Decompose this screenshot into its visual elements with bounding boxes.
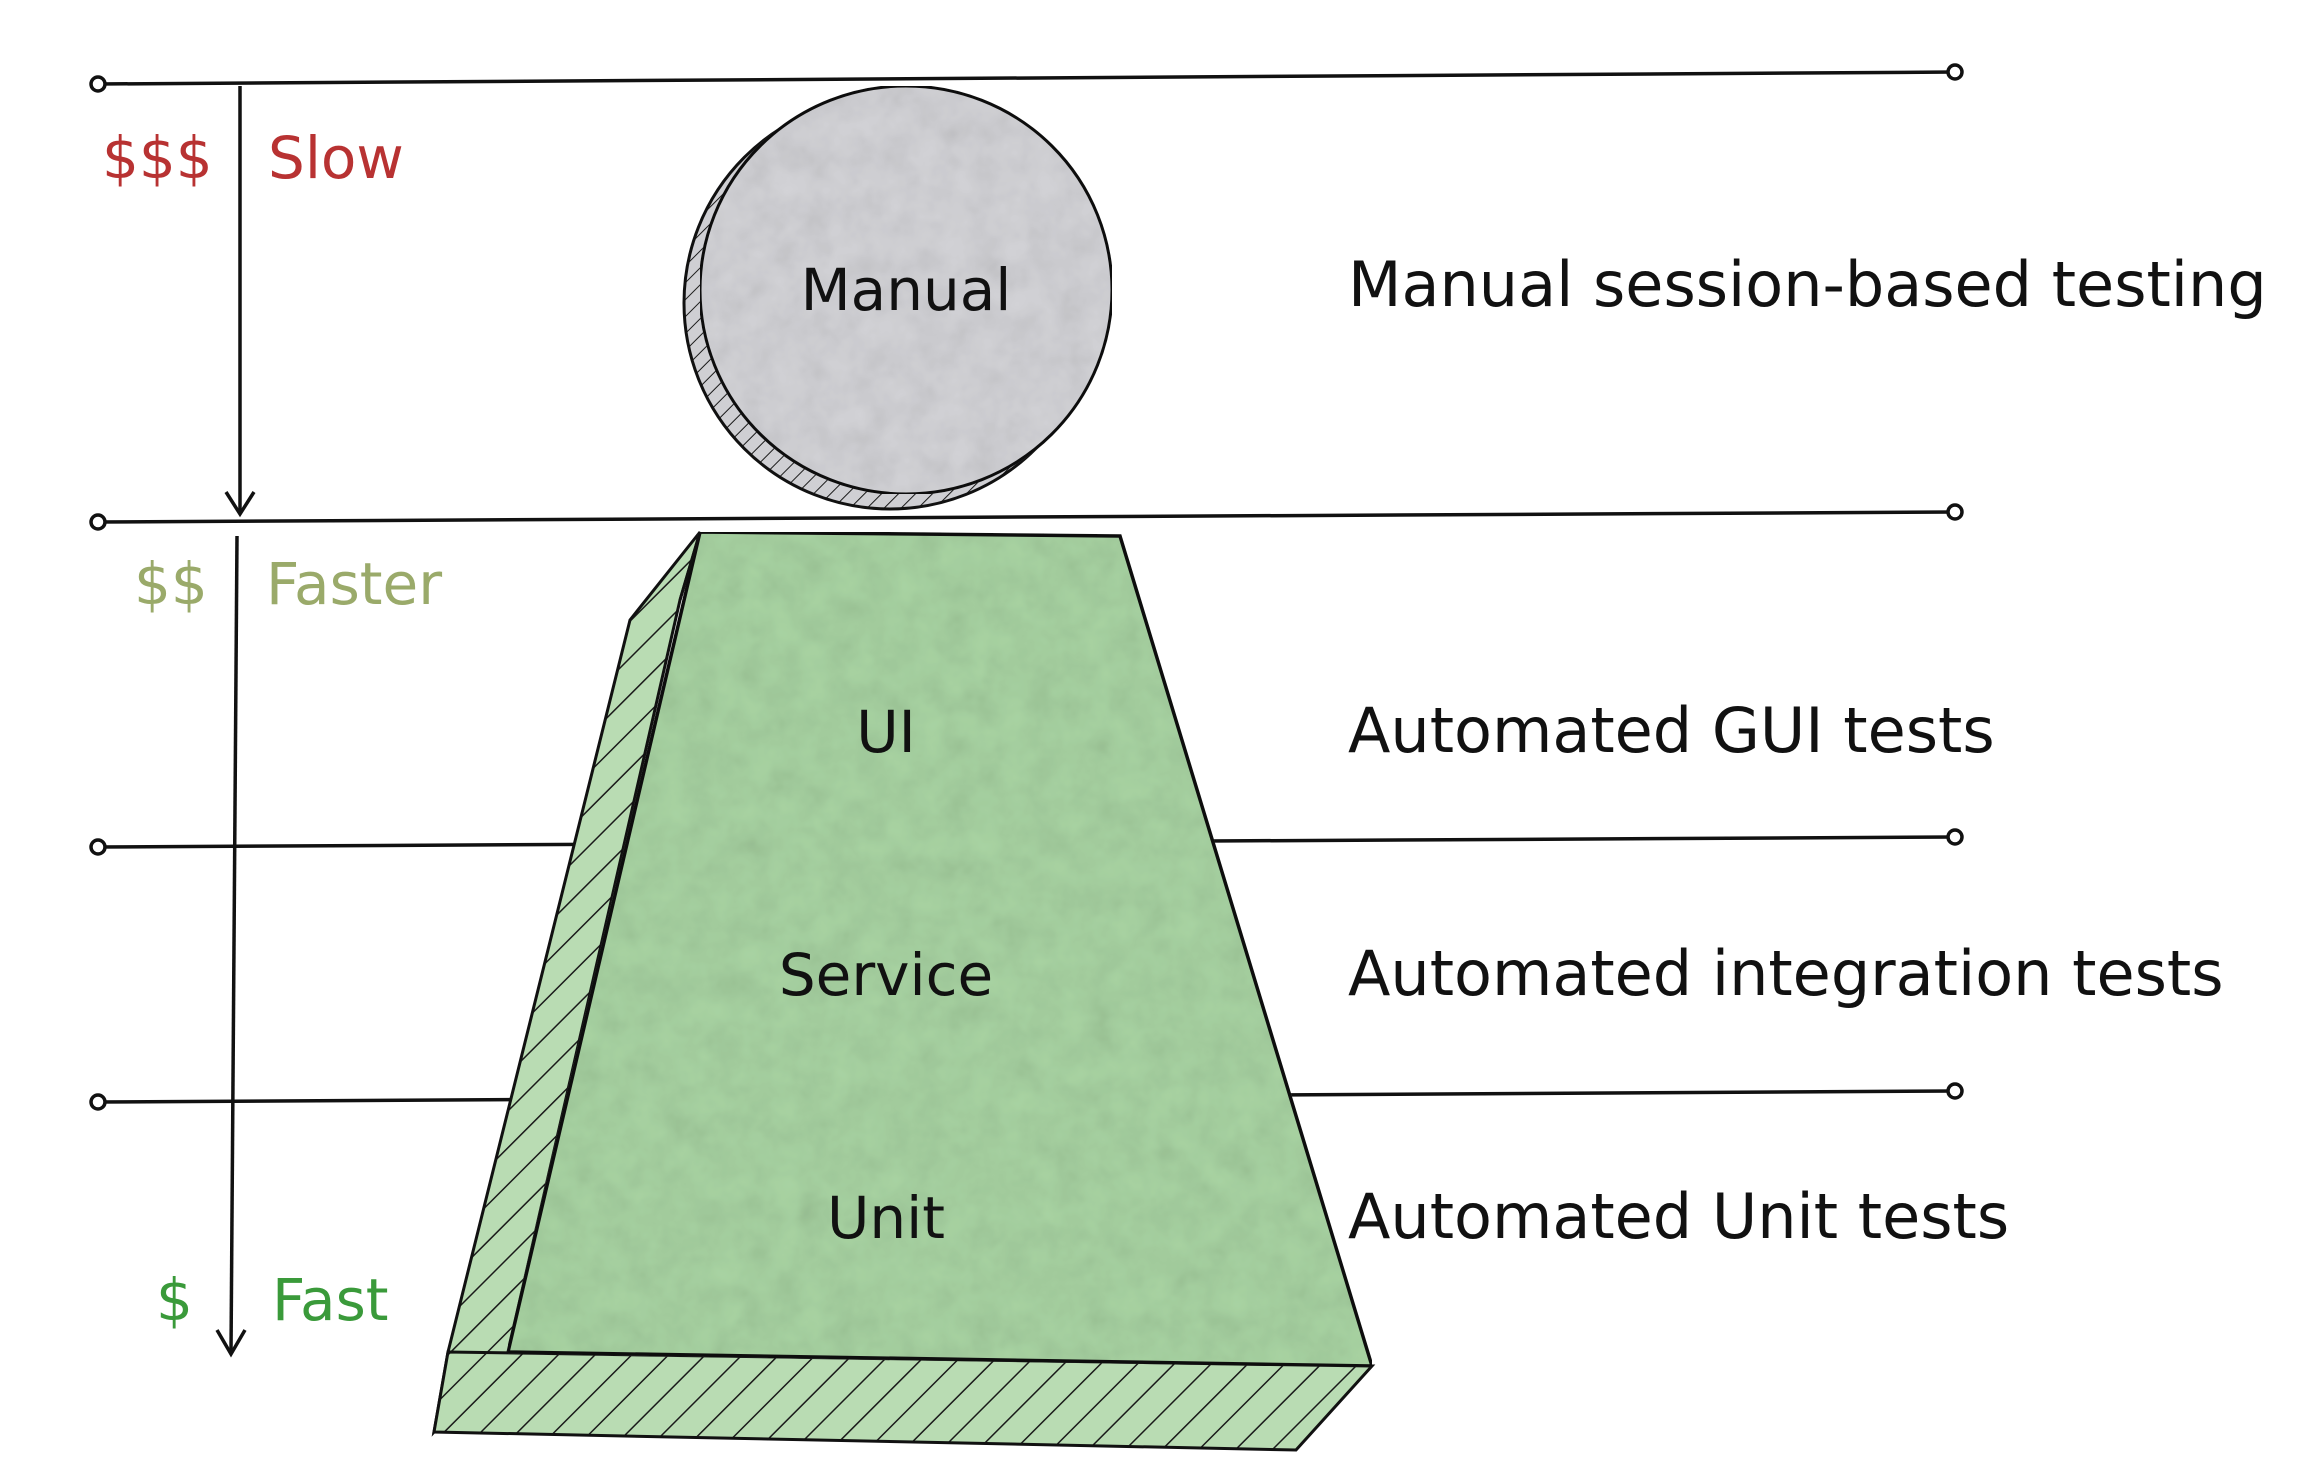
pyramid <box>431 530 1376 1452</box>
cost-label-medium: $$ <box>134 550 208 618</box>
cost-label-expensive: $$$ <box>102 124 213 192</box>
layer-descriptions: Manual session-based testing Automated G… <box>1348 248 2267 1253</box>
layer-label-service: Service <box>779 941 993 1009</box>
separator-line-manual-ui <box>97 510 1956 524</box>
separator-end-dot <box>1946 63 1964 81</box>
speed-arrows <box>215 86 256 1358</box>
layer-label-ui: UI <box>856 698 916 766</box>
layer-description-ui: Automated GUI tests <box>1348 694 1995 767</box>
separator-end-dot <box>89 838 107 856</box>
arrowhead-down-icon <box>215 1329 247 1358</box>
layer-label-manual: Manual <box>801 256 1012 324</box>
separator-end-dot <box>1946 828 1964 846</box>
cost-label-cheap: $ <box>156 1266 193 1334</box>
pyramid-bottom-face <box>432 1350 1376 1452</box>
speed-label-fast: Fast <box>272 1266 389 1334</box>
separator-end-dot <box>1946 1082 1964 1100</box>
layer-description-service: Automated integration tests <box>1348 937 2224 1010</box>
separator-end-dot <box>1946 503 1964 521</box>
manual-sphere <box>682 84 1114 511</box>
layer-labels: Manual UI Service Unit <box>779 256 1012 1252</box>
speed-label-slow: Slow <box>268 124 404 192</box>
speed-arrow-bottom <box>229 535 239 1353</box>
speed-label-faster: Faster <box>266 550 442 618</box>
manual-sphere-face <box>698 84 1114 496</box>
speed-scale: $$$ Slow $$ Faster $ Fast <box>102 124 442 1334</box>
arrowhead-down-icon <box>224 491 256 518</box>
layer-description-unit: Automated Unit tests <box>1348 1180 2009 1253</box>
separator-end-dot <box>89 75 107 93</box>
layer-description-manual: Manual session-based testing <box>1348 248 2267 321</box>
separator-end-dot <box>89 1093 107 1111</box>
separator-end-dot <box>89 513 107 531</box>
pyramid-front-face <box>505 530 1375 1368</box>
layer-label-unit: Unit <box>827 1184 945 1252</box>
separator-line-top <box>97 70 1956 86</box>
